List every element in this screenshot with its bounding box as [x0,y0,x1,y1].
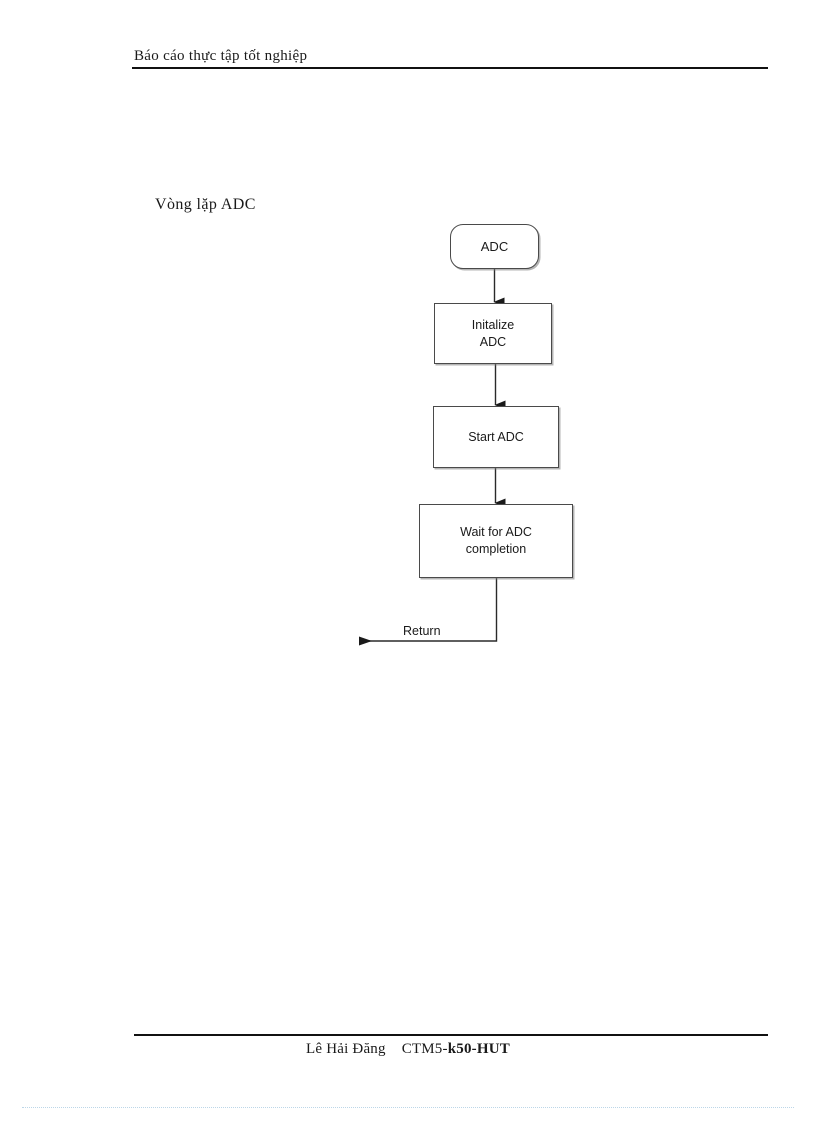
flow-node-start-adc-label: Start ADC [468,429,524,444]
footer-author: Lê Hải Đăng [306,1041,386,1057]
flow-node-wait-for-adc-completion[interactable]: Wait for ADC completion [419,504,573,578]
flow-node-wait-line2: completion [465,542,527,556]
page-header-title: Báo cáo thực tập tốt nghiệp [134,48,308,64]
header-divider-rule [132,67,768,69]
flow-node-adc-label: ADC [480,238,509,254]
flow-edge-return-label: Return [403,624,441,638]
page-boundary-marker [22,1107,794,1108]
footer-divider-rule [134,1034,768,1036]
flow-node-wait-label: Wait for ADC completion [460,524,532,558]
flow-node-initalize-adc-label: Initalize ADC [472,317,514,351]
flow-node-wait-line1: Wait for ADC [460,525,532,540]
flow-node-init-line2: ADC [479,334,507,349]
flow-node-adc[interactable]: ADC [450,224,539,269]
flow-node-initalize-adc[interactable]: Initalize ADC [434,303,552,364]
flow-node-init-line1: Initalize [471,317,515,332]
flow-node-start-adc[interactable]: Start ADC [433,406,559,468]
page-footer: Lê Hải Đăng CTM5-k50-HUT [0,1041,816,1058]
footer-class-prefix: CTM5- [401,1041,448,1057]
figure-caption: Vòng lặp ADC [155,196,256,213]
footer-class-code: k50-HUT [447,1041,510,1057]
